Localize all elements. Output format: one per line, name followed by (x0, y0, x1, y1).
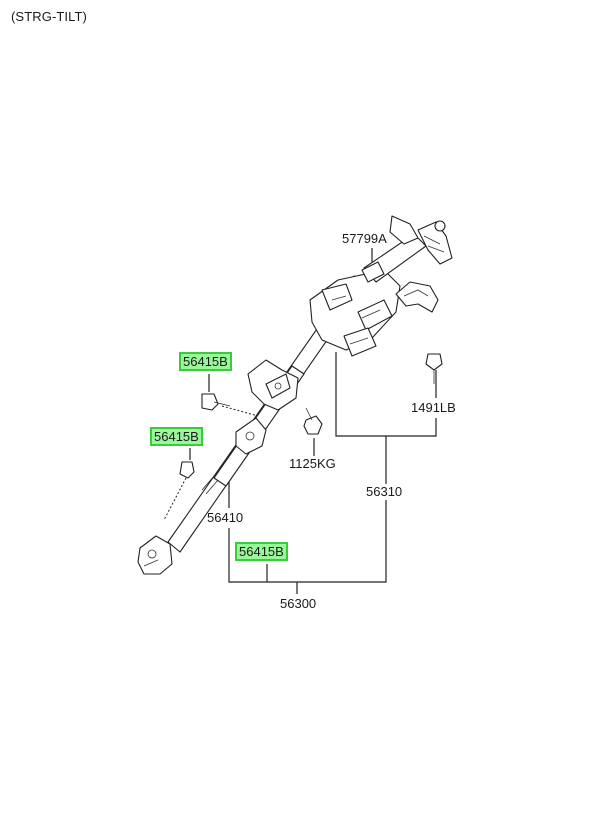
bolt-56415B-middle (179, 461, 195, 479)
bolt-56415B-upper (201, 393, 231, 411)
label-56310[interactable]: 56310 (366, 484, 403, 499)
label-56415B-upper[interactable]: 56415B (179, 352, 232, 371)
label-57799A[interactable]: 57799A (342, 231, 387, 246)
mounting-bracket (247, 359, 299, 411)
label-1125KG[interactable]: 1125KG (289, 456, 336, 471)
leader-lines (163, 248, 437, 594)
universal-joint-lower (137, 535, 173, 575)
label-1491LB[interactable]: 1491LB (411, 400, 456, 415)
column-top-end (361, 215, 453, 283)
nut-1125KG (303, 407, 323, 435)
label-56410[interactable]: 56410 (207, 510, 244, 525)
column-housing (309, 269, 439, 357)
variant-label: (STRG-TILT) (11, 9, 87, 24)
label-56300[interactable]: 56300 (280, 596, 317, 611)
bolt-1491LB (425, 353, 443, 384)
universal-joint-upper (235, 417, 267, 455)
label-56415B-lower[interactable]: 56415B (235, 542, 288, 561)
label-56415B-middle[interactable]: 56415B (150, 427, 203, 446)
